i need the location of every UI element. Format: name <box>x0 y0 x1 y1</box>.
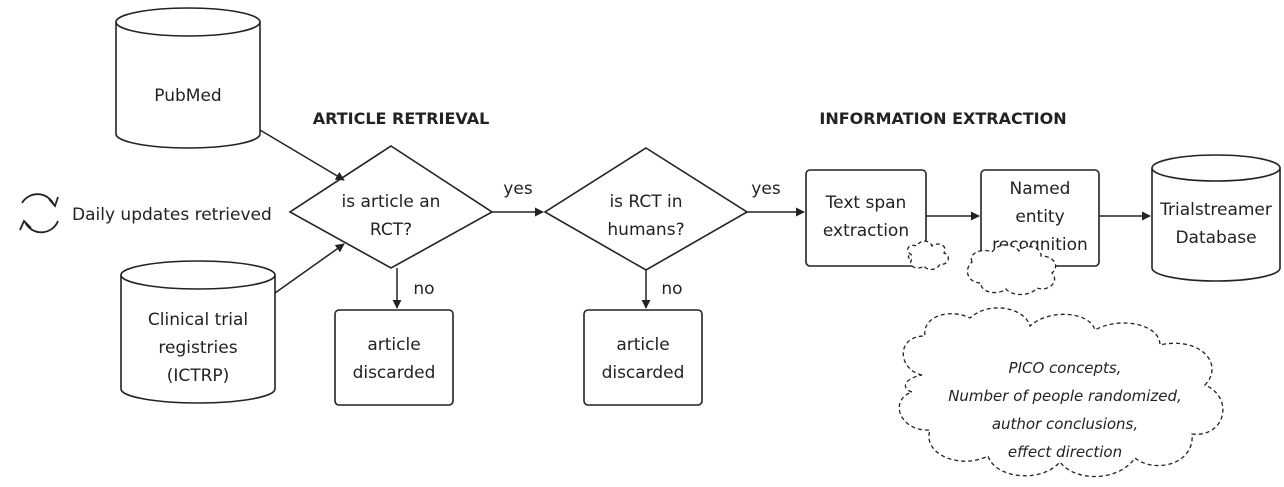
daily-updates-label: Daily updates retrieved <box>72 205 272 225</box>
discard-box-2-line1: article <box>616 335 669 355</box>
discard-box-2: article discarded <box>583 309 703 406</box>
discard-box-1-rect <box>334 309 454 406</box>
edge-label-yes-2: yes <box>751 179 781 199</box>
text-span-thought-bubble <box>907 240 949 271</box>
decision-in-humans-line2: humans? <box>607 220 684 240</box>
text-span-box <box>805 169 927 267</box>
header-article-retrieval: ARTICLE RETRIEVAL <box>313 109 490 128</box>
edge-registries-to-rct <box>274 243 345 294</box>
registries-cylinder-body <box>120 275 276 404</box>
ner-thought-bubble <box>966 244 1057 296</box>
step-text-span-extraction: Text span extraction <box>805 169 927 267</box>
text-span-line2: extraction <box>823 221 909 241</box>
registries-label-line2: registries <box>158 338 237 358</box>
discard-box-2-line2: discarded <box>602 363 685 383</box>
decision-is-rct-line1: is article an <box>342 192 441 212</box>
extraction-note-line2: Number of people randomized, <box>948 387 1182 405</box>
ner-line2: entity <box>1015 207 1064 227</box>
pubmed-label: PubMed <box>154 86 221 106</box>
decision-is-rct-line2: RCT? <box>370 220 412 240</box>
extraction-note-line1: PICO concepts, <box>1009 359 1122 377</box>
edge-pubmed-to-rct <box>259 129 345 181</box>
extraction-note-line4: effect direction <box>1008 443 1122 461</box>
edge-label-yes-1: yes <box>503 179 533 199</box>
trialstreamer-database: Trialstreamer Database <box>1151 154 1281 282</box>
step-named-entity-recognition: Named entity recognition <box>980 169 1100 267</box>
discard-box-1-line1: article <box>367 335 420 355</box>
header-information-extraction: INFORMATION EXTRACTION <box>819 109 1066 128</box>
discard-box-2-rect <box>583 309 703 406</box>
database-line1: Trialstreamer <box>1159 200 1272 220</box>
registries-cylinder-top <box>120 260 276 290</box>
registries-label-line1: Clinical trial <box>148 310 248 330</box>
decision-is-rct-diamond <box>288 145 494 269</box>
extraction-cloud: PICO concepts, Number of people randomiz… <box>898 307 1224 478</box>
pubmed-cylinder-top <box>115 7 261 37</box>
decision-in-humans: is RCT in humans? <box>543 147 749 271</box>
pubmed-cylinder-body <box>115 22 261 149</box>
ner-line1: Named <box>1010 179 1071 199</box>
decision-is-rct: is article an RCT? <box>288 145 494 269</box>
discard-box-1: article discarded <box>334 309 454 406</box>
edge-label-no-1: no <box>413 279 434 299</box>
decision-in-humans-line1: is RCT in <box>609 192 682 212</box>
pubmed-source: PubMed <box>115 7 261 149</box>
database-cylinder-body <box>1151 168 1281 282</box>
database-cylinder-top <box>1151 154 1281 182</box>
edge-label-no-2: no <box>661 279 682 299</box>
registries-label-line3: (ICTRP) <box>167 366 230 386</box>
extraction-cloud-shape <box>898 307 1224 478</box>
text-span-line1: Text span <box>825 193 907 213</box>
database-line2: Database <box>1175 228 1256 248</box>
refresh-cycle-icon <box>19 193 59 234</box>
registries-source: Clinical trial registries (ICTRP) <box>120 260 276 404</box>
discard-box-1-line2: discarded <box>353 363 436 383</box>
extraction-note-line3: author conclusions, <box>992 415 1138 433</box>
